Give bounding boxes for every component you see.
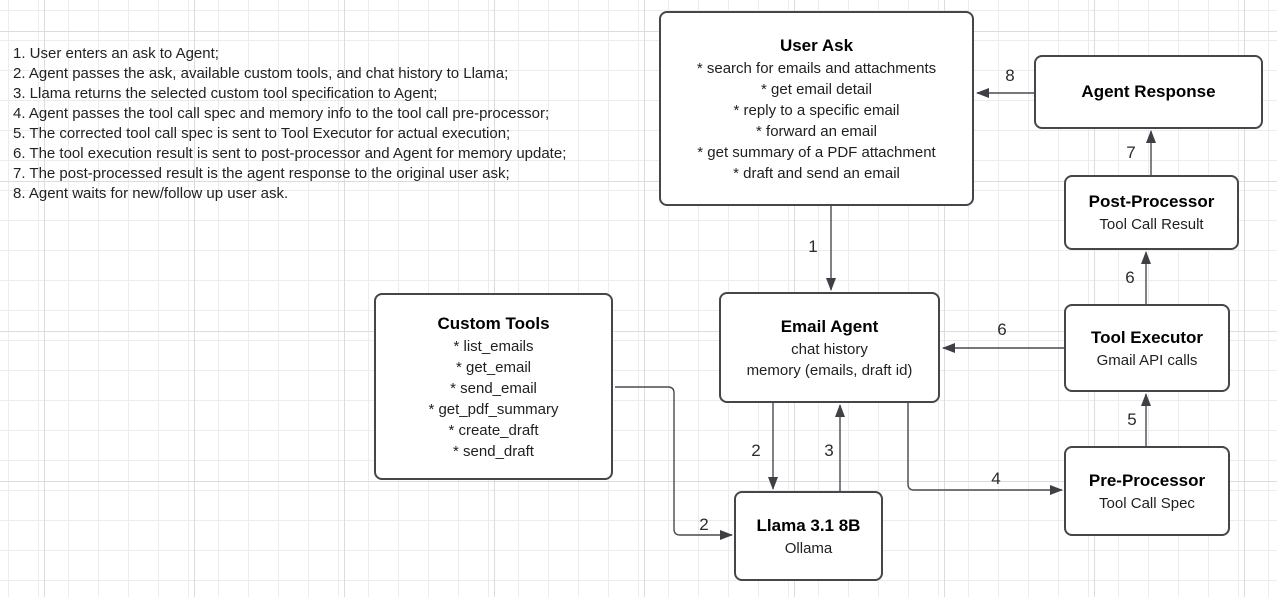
node-user-ask-item: * draft and send an email [733, 164, 900, 182]
legend-step: 7. The post-processed result is the agen… [13, 165, 510, 182]
legend-step: 8. Agent waits for new/follow up user as… [13, 185, 289, 202]
node-tool-executor-title: Tool Executor [1090, 327, 1204, 347]
legend-step: 1. User enters an ask to Agent; [13, 45, 219, 62]
edge-label-3: 3 [824, 441, 834, 460]
edge-label-6b: 6 [997, 320, 1007, 339]
node-tool-executor[interactable]: Tool Executor Gmail API calls [1064, 304, 1230, 392]
node-post-processor-subtitle: Tool Call Result [1099, 216, 1204, 233]
node-email-agent-line: memory (emails, draft id) [746, 361, 913, 379]
edge-label-7: 7 [1126, 143, 1136, 162]
node-custom-tools-item: * get_email [455, 358, 532, 376]
node-custom-tools-title: Custom Tools [437, 313, 550, 333]
edge-2-custom-tools-to-llama [615, 386, 733, 540]
node-user-ask-item: * reply to a specific email [733, 101, 900, 119]
node-custom-tools[interactable]: Custom Tools * list_emails * get_email *… [374, 293, 613, 480]
node-custom-tools-item: * list_emails [453, 337, 534, 355]
legend-step: 2. Agent passes the ask, available custo… [13, 65, 509, 82]
node-pre-processor-title: Pre-Processor [1088, 470, 1206, 490]
node-custom-tools-item: * send_draft [453, 442, 534, 460]
legend-step: 5. The corrected tool call spec is sent … [13, 125, 511, 142]
node-user-ask-item: * forward an email [756, 122, 877, 140]
node-custom-tools-item: * send_email [450, 379, 537, 397]
node-user-ask[interactable]: User Ask * search for emails and attachm… [659, 11, 974, 206]
node-user-ask-item: * search for emails and attachments [696, 59, 937, 77]
edge-label-1: 1 [808, 237, 818, 256]
node-email-agent-title: Email Agent [780, 316, 879, 336]
node-custom-tools-item: * create_draft [448, 421, 539, 439]
legend-step: 6. The tool execution result is sent to … [13, 145, 567, 162]
node-custom-tools-item: * get_pdf_summary [428, 400, 559, 418]
legend-step: 4. Agent passes the tool call spec and m… [13, 105, 550, 122]
node-llama-title: Llama 3.1 8B [756, 515, 861, 535]
node-pre-processor[interactable]: Pre-Processor Tool Call Spec [1064, 446, 1230, 536]
node-user-ask-item: * get summary of a PDF attachment [697, 143, 936, 161]
node-email-agent[interactable]: Email Agent chat history memory (emails,… [719, 292, 940, 403]
legend-step: 3. Llama returns the selected custom too… [13, 85, 438, 102]
edge-label-5: 5 [1127, 410, 1137, 429]
node-llama[interactable]: Llama 3.1 8B Ollama [734, 491, 883, 581]
node-email-agent-line: chat history [791, 340, 868, 358]
node-user-ask-item: * get email detail [761, 80, 872, 98]
node-agent-response[interactable]: Agent Response [1034, 55, 1263, 129]
process-steps-legend: 1. User enters an ask to Agent; 2. Agent… [13, 44, 566, 204]
node-post-processor-title: Post-Processor [1088, 192, 1215, 211]
edge-label-4: 4 [991, 469, 1001, 488]
node-agent-response-title: Agent Response [1081, 82, 1216, 101]
node-llama-subtitle: Ollama [784, 539, 833, 557]
node-user-ask-title: User Ask [779, 35, 854, 55]
edge-label-2: 2 [751, 441, 761, 460]
node-tool-executor-subtitle: Gmail API calls [1096, 351, 1198, 369]
edge-label-2b: 2 [699, 515, 709, 534]
node-pre-processor-subtitle: Tool Call Spec [1099, 494, 1195, 512]
edge-label-6: 6 [1125, 268, 1135, 287]
edge-label-8: 8 [1005, 66, 1015, 85]
node-post-processor[interactable]: Post-Processor Tool Call Result [1064, 175, 1239, 250]
